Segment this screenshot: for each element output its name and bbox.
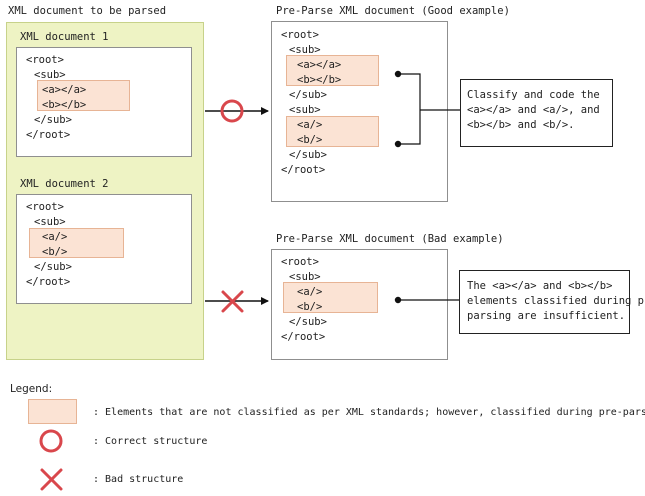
doc2-line: <b/> — [42, 246, 68, 258]
bad-note-box — [459, 270, 630, 334]
doc1-title: XML document 1 — [20, 31, 109, 43]
legend-item-circle: : Correct structure — [93, 436, 208, 447]
bad-heading: Pre-Parse XML document (Bad example) — [276, 233, 504, 245]
legend-cross-icon — [40, 468, 63, 491]
legend-item-highlight: : Elements that are not classified as pe… — [93, 407, 645, 418]
bad-line: <b/> — [297, 301, 323, 313]
good-line: <sub> — [289, 44, 321, 56]
good-line: </sub> — [289, 89, 327, 101]
doc2-line: <sub> — [34, 216, 66, 228]
good-note-line: <a></a> and <a/>, and — [467, 104, 600, 116]
bad-line: <a/> — [297, 286, 323, 298]
good-note-line: Classify and code the — [467, 89, 600, 101]
good-line: <a/> — [297, 119, 323, 131]
bad-line: </sub> — [289, 316, 327, 328]
bad-line: <root> — [281, 256, 319, 268]
good-line: <b></b> — [297, 74, 342, 86]
legend-item-cross: : Bad structure — [93, 474, 184, 485]
good-heading: Pre-Parse XML document (Good example) — [276, 5, 510, 17]
bad-line: <sub> — [289, 271, 321, 283]
bad-line: </root> — [281, 331, 326, 343]
doc1-line: <root> — [26, 54, 64, 66]
doc1-line: <b></b> — [42, 99, 87, 111]
good-highlight-1 — [286, 55, 379, 86]
bad-connector — [394, 296, 459, 304]
doc1-line: </root> — [26, 129, 71, 141]
doc2-highlight — [29, 228, 124, 258]
good-highlight-2 — [286, 116, 379, 147]
doc1-line: <sub> — [34, 69, 66, 81]
doc2-line: <root> — [26, 201, 64, 213]
bad-highlight — [283, 282, 378, 313]
doc2-line: </sub> — [34, 261, 72, 273]
good-line: <root> — [281, 29, 319, 41]
doc1-line: </sub> — [34, 114, 72, 126]
bad-note-line: parsing are insufficient. — [467, 310, 626, 322]
legend-circle-icon — [39, 429, 63, 453]
good-bracket — [394, 70, 460, 148]
doc2-line: </root> — [26, 276, 71, 288]
good-note-box — [460, 79, 613, 147]
doc2-line: <a/> — [42, 231, 68, 243]
good-line: </sub> — [289, 149, 327, 161]
good-line: <sub> — [289, 104, 321, 116]
good-line: </root> — [281, 164, 326, 176]
good-line: <b/> — [297, 134, 323, 146]
doc1-line: <a></a> — [42, 84, 87, 96]
bad-cross-icon — [221, 290, 244, 313]
legend-title: Legend: — [10, 383, 53, 395]
good-doc-box — [271, 21, 448, 202]
doc1-highlight — [37, 80, 130, 111]
good-note-line: <b></b> and <b/>. — [467, 119, 575, 131]
legend-highlight-swatch — [28, 399, 77, 424]
good-line: <a></a> — [297, 59, 342, 71]
source-heading: XML document to be parsed — [8, 5, 167, 17]
bad-note-line: The <a></a> and <b></b> — [467, 280, 613, 292]
correct-circle-icon — [220, 99, 244, 123]
bad-note-line: elements classified during pre- — [467, 295, 645, 307]
doc2-title: XML document 2 — [20, 178, 109, 190]
